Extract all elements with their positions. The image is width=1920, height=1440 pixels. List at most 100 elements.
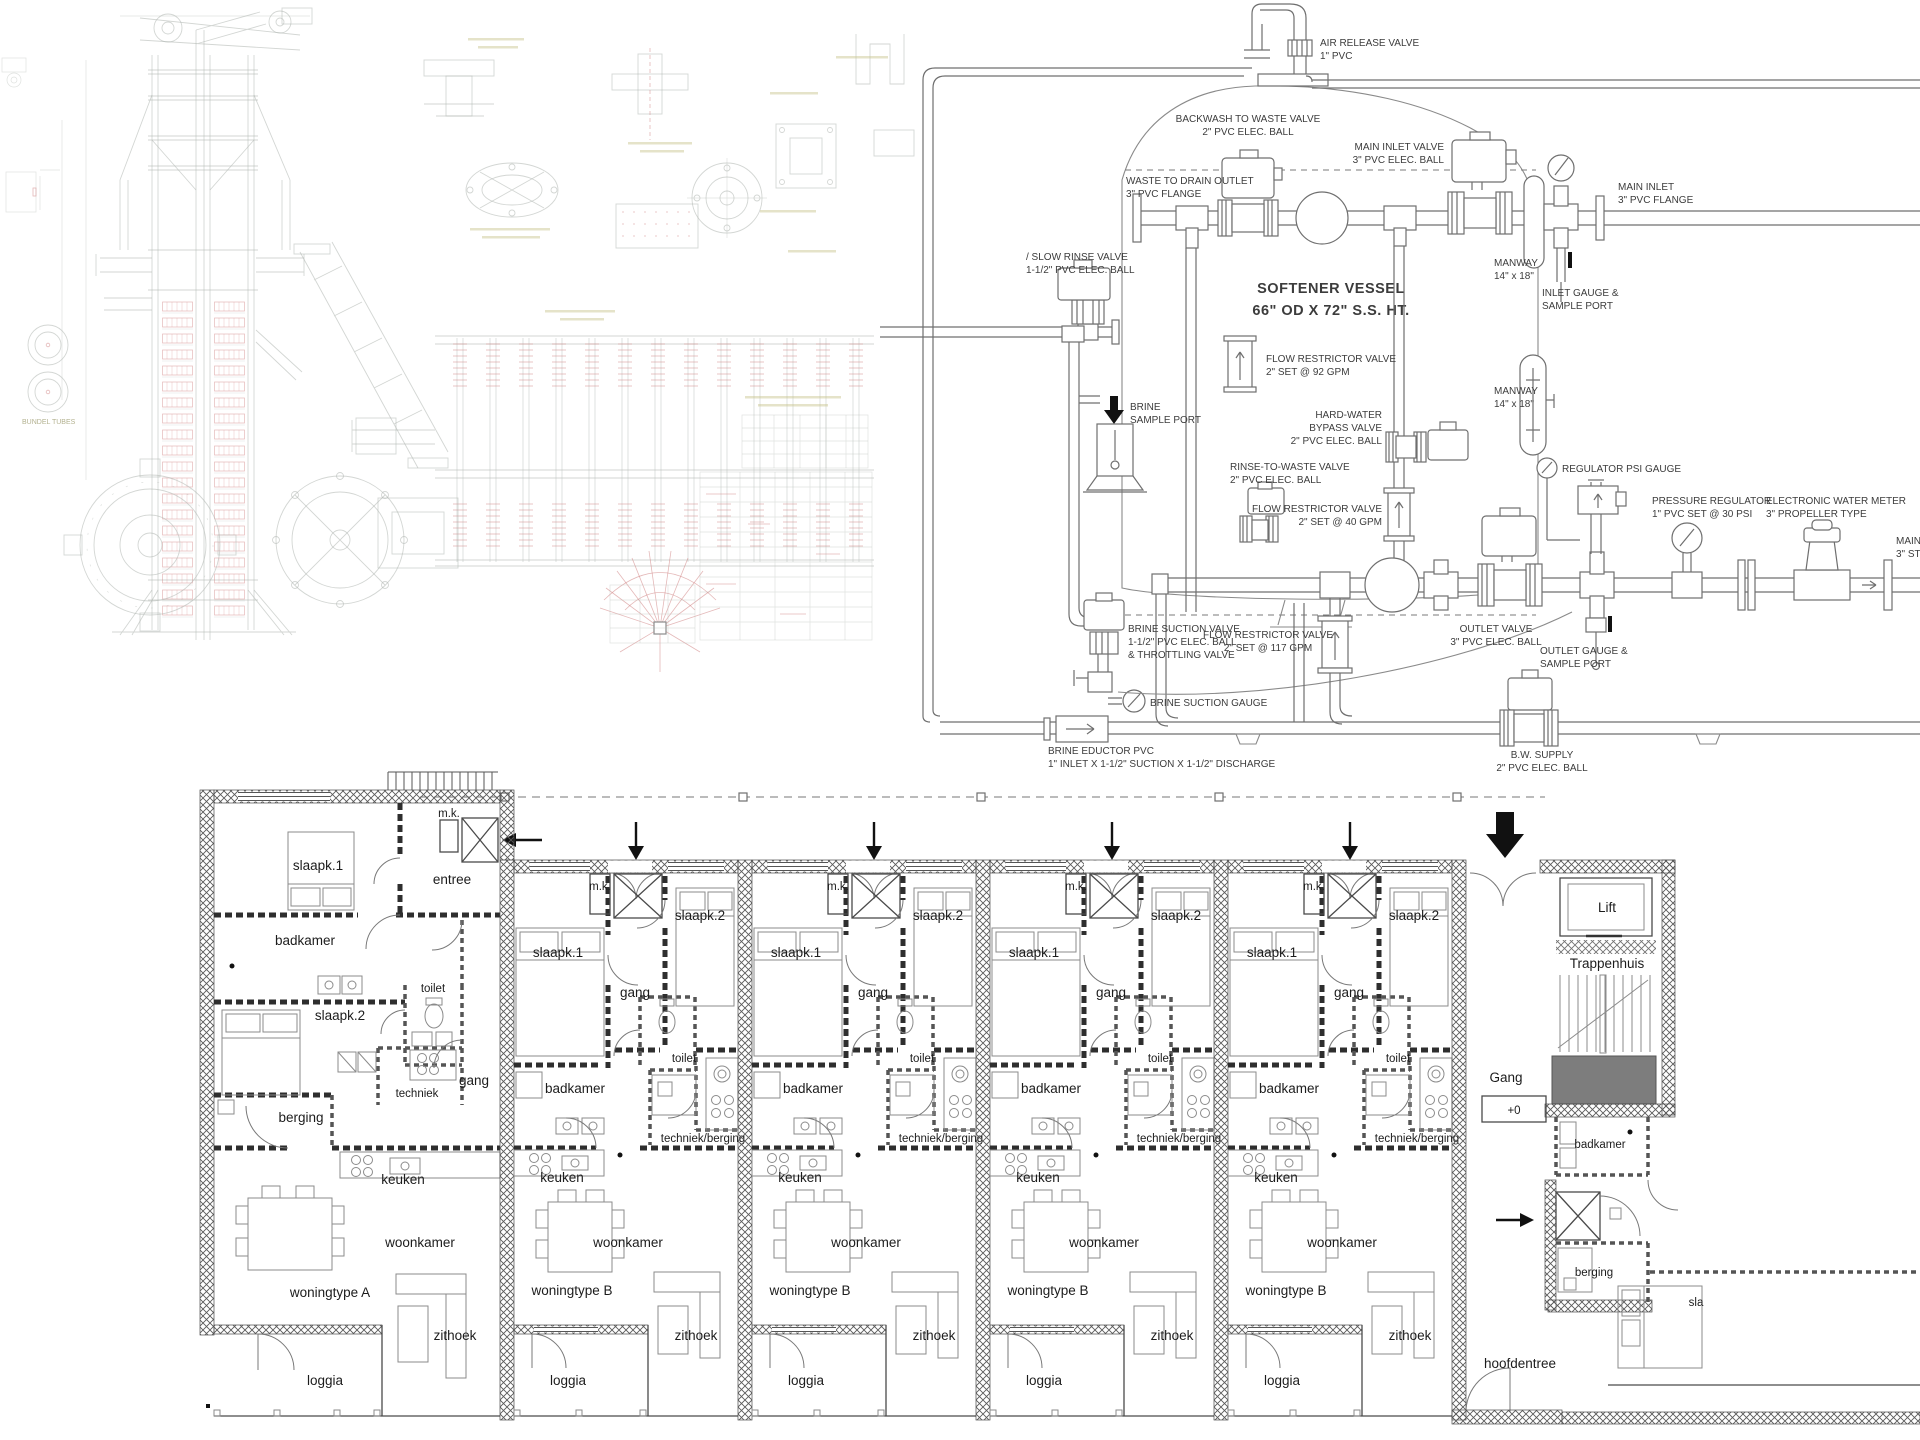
shaft-box bbox=[461, 817, 499, 863]
label-bypass-2: BYPASS VALVE bbox=[1309, 423, 1382, 434]
bed-slaapk1 bbox=[287, 831, 355, 911]
label-backwash-1: BACKWASH TO WASTE VALVE bbox=[1176, 114, 1321, 125]
bw-supply-valve bbox=[1499, 669, 1559, 747]
label-bundle-tubes: BUNDEL TUBES bbox=[22, 419, 76, 426]
data-tables bbox=[609, 396, 873, 644]
label-bypass-3: 2" PVC ELEC. BALL bbox=[1291, 436, 1383, 447]
label-flow40-1: FLOW RESTRICTOR VALVE bbox=[1252, 504, 1382, 515]
label-regulator-gauge: REGULATOR PSI GAUGE bbox=[1562, 464, 1681, 475]
outlet-valve bbox=[1477, 507, 1543, 607]
label-gang: gang bbox=[459, 1073, 489, 1088]
label-slow-rinse-1: / SLOW RINSE VALVE bbox=[1026, 252, 1128, 263]
label-main-inlet-2: 3" PVC FLANGE bbox=[1618, 195, 1694, 206]
label-lift: Lift bbox=[1598, 900, 1616, 915]
label-entree: entree bbox=[433, 872, 471, 887]
stairs bbox=[1551, 974, 1657, 1105]
label-main-outlet-2: 3" ST bbox=[1896, 549, 1920, 560]
apartment-floorplan: m.k. slaapk.1 entree badkamer slaapk.2 t… bbox=[199, 771, 1920, 1425]
unit-a: m.k. slaapk.1 entree badkamer slaapk.2 t… bbox=[199, 771, 515, 1417]
label-slow-rinse-2: 1-1/2" PVC ELEC. BALL bbox=[1026, 265, 1135, 276]
backwash-valve bbox=[1217, 149, 1283, 237]
hard-water-bypass-valve bbox=[1385, 421, 1469, 463]
label-level: +0 bbox=[1507, 1105, 1520, 1117]
label-water-meter-2: 3" PROPELLER TYPE bbox=[1766, 509, 1867, 520]
label-pressure-reg-1: PRESSURE REGULATOR bbox=[1652, 496, 1771, 507]
label-flow117-2: 2" SET @ 117 GPM bbox=[1224, 643, 1312, 654]
unit-b-2 bbox=[738, 860, 983, 1420]
mk-closet bbox=[439, 819, 459, 853]
label-flow92-1: FLOW RESTRICTOR VALVE bbox=[1266, 354, 1396, 365]
label-vessel-1: SOFTENER VESSEL bbox=[1257, 281, 1405, 297]
label-loggia: loggia bbox=[307, 1373, 344, 1388]
label-core-berging: berging bbox=[1575, 1267, 1613, 1279]
label-mk: m.k. bbox=[438, 808, 460, 820]
ball-fitting bbox=[1295, 191, 1349, 245]
sofa bbox=[395, 1273, 467, 1379]
partial-bedroom bbox=[1608, 1270, 1920, 1386]
label-flow92-2: 2" SET @ 92 GPM bbox=[1266, 367, 1350, 378]
label-outlet-gauge-1: OUTLET GAUGE & bbox=[1540, 646, 1628, 657]
core-stairwell: Lift Trappenhuis Gang +0 badkamer bergin… bbox=[1451, 859, 1920, 1425]
softener-piping-diagram: SOFTENER VESSEL 66" OD X 72" S.S. HT. bbox=[880, 3, 1920, 774]
label-main-inlet-valve-2: 3" PVC ELEC. BALL bbox=[1353, 155, 1445, 166]
flange-plan-view-2 bbox=[272, 472, 408, 608]
label-manway-side-2: 14" x 18" bbox=[1494, 399, 1534, 410]
label-badkamer: badkamer bbox=[275, 933, 336, 948]
flow-restrictor-40 bbox=[1383, 487, 1415, 542]
fan-pattern bbox=[599, 550, 721, 672]
bed-slaapk2 bbox=[221, 1009, 301, 1096]
label-air-release-2: 1" PVC bbox=[1320, 51, 1352, 62]
label-outlet-valve-2: 3" PVC ELEC. BALL bbox=[1450, 637, 1542, 648]
label-hoofdentree: hoofdentree bbox=[1484, 1356, 1556, 1371]
label-woonkamer: woonkamer bbox=[384, 1235, 455, 1250]
label-inlet-gauge-2: SAMPLE PORT bbox=[1542, 301, 1613, 312]
label-brine-suction-3: & THROTTLING VALVE bbox=[1128, 650, 1235, 661]
label-eductor-2: 1" INLET X 1-1/2" SUCTION X 1-1/2" DISCH… bbox=[1048, 759, 1276, 770]
techniek-fixtures bbox=[337, 1049, 457, 1081]
label-brine-sample-2: SAMPLE PORT bbox=[1130, 415, 1201, 426]
label-main-inlet-valve-1: MAIN INLET VALVE bbox=[1355, 142, 1445, 153]
stair-landing bbox=[1551, 1055, 1657, 1105]
brine-suction-valve bbox=[1073, 592, 1125, 693]
label-core-badkamer: badkamer bbox=[1574, 1139, 1625, 1151]
label-rinse-waste-2: 2" PVC ELEC. BALL bbox=[1230, 475, 1322, 486]
main-entrance-arrow bbox=[1486, 812, 1524, 858]
level-box bbox=[1481, 1095, 1547, 1123]
label-eductor-1: BRINE EDUCTOR PVC bbox=[1048, 746, 1154, 757]
rinse-to-waste-valve bbox=[1239, 481, 1285, 543]
label-brine-sample-1: BRINE bbox=[1130, 402, 1161, 413]
label-backwash-2: 2" PVC ELEC. BALL bbox=[1202, 127, 1294, 138]
reactor-detail-sheet: BUNDEL TUBES bbox=[1, 7, 915, 672]
label-brine-gauge: BRINE SUCTION GAUGE bbox=[1150, 698, 1268, 709]
label-bw-supply-2: 2" PVC ELEC. BALL bbox=[1496, 763, 1588, 774]
core-berging bbox=[1556, 1241, 1650, 1302]
label-pressure-reg-2: 1" PVC SET @ 30 PSI bbox=[1652, 509, 1752, 520]
label-techniek: techniek bbox=[396, 1088, 439, 1100]
flow-restrictor-117 bbox=[1317, 571, 1353, 725]
label-brine-suction-2: 1-1/2" PVC ELEC. BALL bbox=[1128, 637, 1237, 648]
main-inlet-valve bbox=[1447, 131, 1517, 235]
label-main-inlet-1: MAIN INLET bbox=[1618, 182, 1674, 193]
label-outlet-gauge-2: SAMPLE PORT bbox=[1540, 659, 1611, 670]
label-outlet-valve-1: OUTLET VALVE bbox=[1460, 624, 1533, 635]
label-manway-top-1: MANWAY bbox=[1494, 258, 1538, 269]
label-air-release-1: AIR RELEASE VALVE bbox=[1320, 38, 1419, 49]
label-waste-drain-1: WASTE TO DRAIN OUTLET bbox=[1126, 176, 1254, 187]
vessel-trays bbox=[162, 300, 245, 620]
electronic-water-meter bbox=[1793, 519, 1851, 601]
label-slaapk-cut: sla bbox=[1689, 1297, 1704, 1309]
manway-top-port bbox=[1523, 175, 1545, 269]
label-brine-suction-1: BRINE SUCTION VALVE bbox=[1128, 624, 1240, 635]
label-bypass-1: HARD-WATER bbox=[1315, 410, 1382, 421]
flange-plan-view bbox=[63, 458, 237, 632]
ball-fitting-2 bbox=[1364, 557, 1420, 613]
label-vessel-2: 66" OD X 72" S.S. HT. bbox=[1252, 303, 1409, 319]
label-waste-drain-2: 3" PVC FLANGE bbox=[1126, 189, 1202, 200]
label-water-meter-1: ELECTRONIC WATER METER bbox=[1766, 496, 1906, 507]
unit-b-1 bbox=[500, 860, 745, 1420]
lift bbox=[1559, 877, 1653, 938]
unit-b-3 bbox=[976, 860, 1221, 1420]
label-manway-side-1: MANWAY bbox=[1494, 386, 1538, 397]
main-entrance-doors bbox=[1469, 872, 1537, 907]
